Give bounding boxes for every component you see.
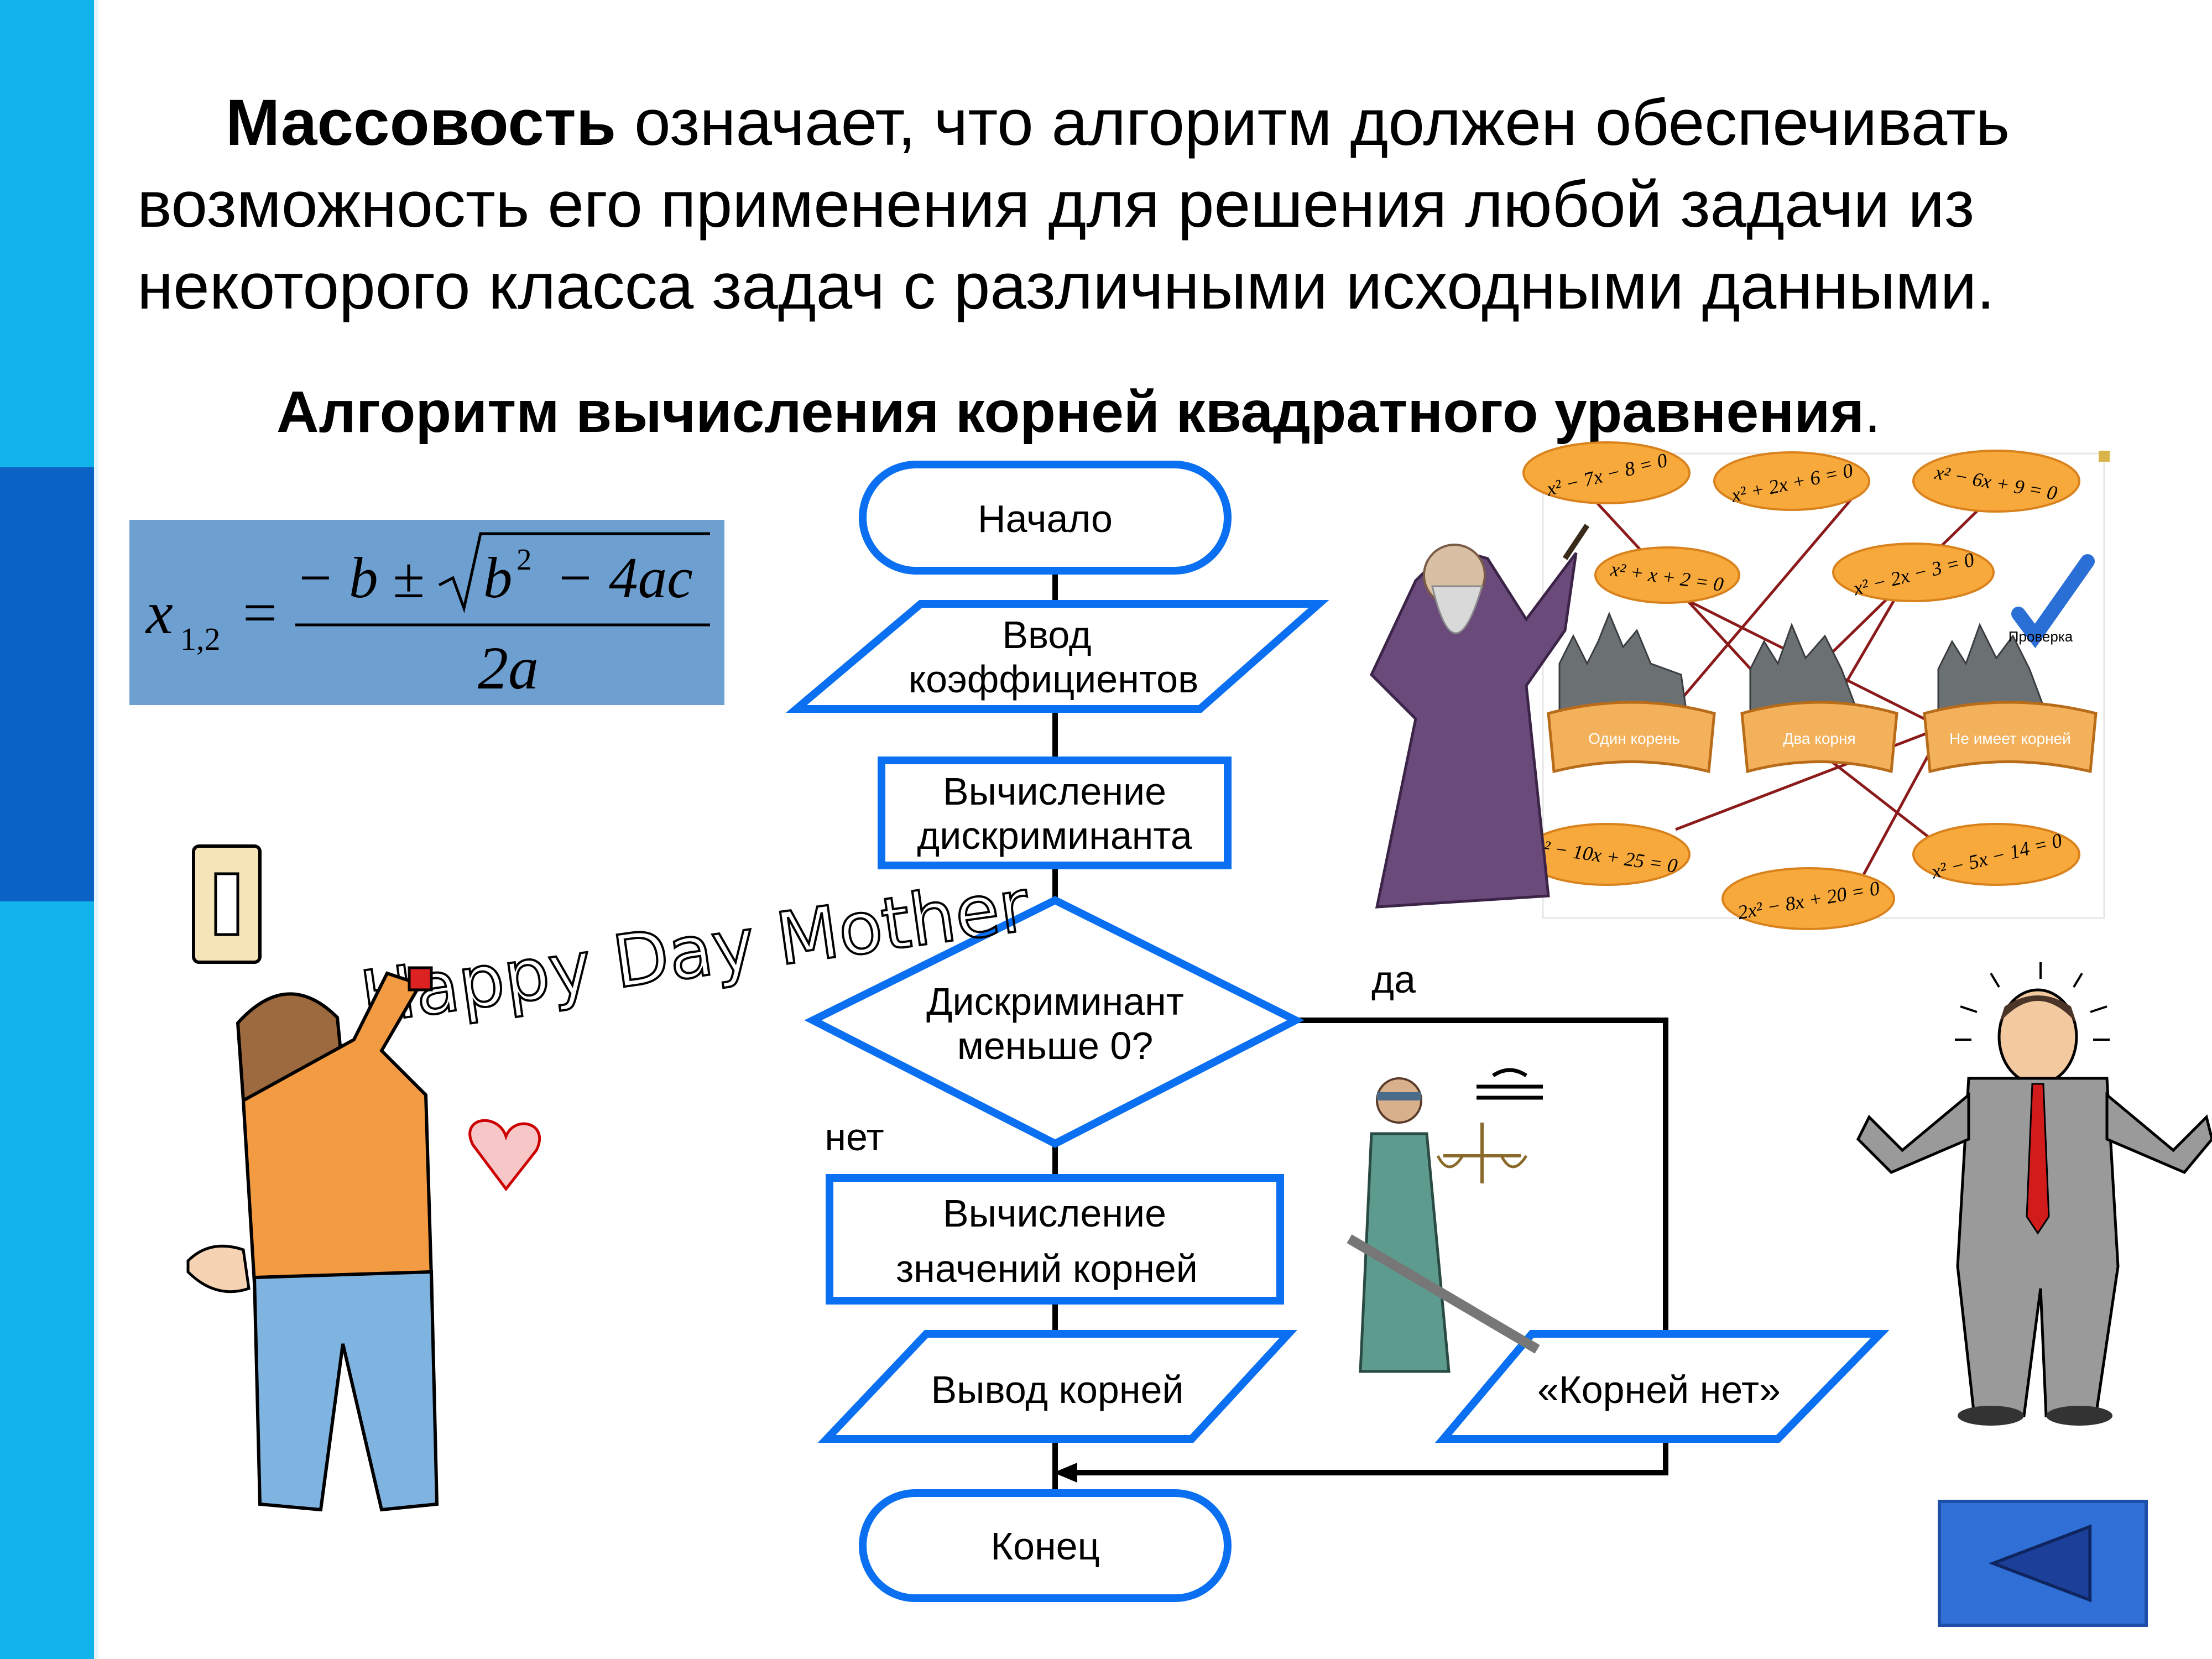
banner-no-roots: Не имеет корней [1923, 701, 2098, 774]
formula-svg: x 1,2 = − b ± b 2 − 4ac 2a [145, 532, 710, 702]
equation-cloud-2: x² + 2x + 6 = 0 [1713, 451, 1870, 511]
svg-text:дискриминанта: дискриминанта [917, 814, 1192, 857]
flow-decision: Дискриминант меньше 0? [804, 896, 1305, 1148]
crayon-icon [408, 966, 433, 992]
algorithm-title-period: . [1864, 379, 1881, 445]
check-label: Проверка [2008, 628, 2073, 645]
banner-one-root: Один корень [1547, 701, 1716, 774]
definition-paragraph: Массовость означает, что алгоритм должен… [137, 82, 2106, 327]
svg-text:Один корень: Один корень [1588, 730, 1680, 747]
algorithm-title-text: Алгоритм вычисления корней квадратного у… [276, 379, 1865, 445]
equation-cloud-6: x² − 10x + 25 = 0 [1522, 823, 1691, 886]
flow-end: Конец [859, 1489, 1232, 1602]
sidebar [0, 0, 98, 1659]
label-no: нет [825, 1115, 884, 1159]
libra-icon [1477, 1068, 1543, 1100]
quadratic-formula: x 1,2 = − b ± b 2 − 4ac 2a [129, 520, 724, 705]
svg-text:Вычисление: Вычисление [943, 1192, 1166, 1235]
lady-justice-illustration [1347, 1068, 1543, 1373]
sidebar-dark-block [0, 467, 94, 901]
flowchart-connectors [1052, 571, 1668, 1493]
back-button[interactable] [1938, 1500, 2148, 1627]
flow-start: Начало [859, 461, 1232, 575]
svg-text:Начало: Начало [978, 497, 1113, 540]
svg-text:Вычисление: Вычисление [943, 770, 1166, 813]
wizard-illustration [1369, 524, 1590, 909]
svg-text:Ввод: Ввод [1002, 613, 1091, 656]
banner-two-roots: Два корня [1740, 701, 1898, 774]
label-yes: да [1371, 958, 1416, 1001]
castles [1558, 612, 2048, 714]
formula-b: b [483, 545, 513, 610]
sidebar-edge [94, 0, 98, 1659]
flow-input: Ввод коэффициентов [785, 600, 1329, 713]
equation-cloud-4: x² + x + 2 = 0 [1594, 546, 1740, 604]
flow-calc-discriminant: Вычисление дискриминанта [878, 757, 1232, 869]
svg-text:Дискриминант: Дискриминант [926, 980, 1184, 1023]
flow-output-roots: Вывод корней [817, 1330, 1297, 1443]
formula-minus-b: − b ± [295, 545, 424, 610]
formula-equals: = [243, 579, 277, 646]
back-arrow-icon [1988, 1524, 2092, 1603]
svg-text:Не имеет корней: Не имеет корней [1949, 730, 2071, 747]
confused-man-illustration [1856, 962, 2212, 1426]
svg-text:Конец: Конец [990, 1525, 1099, 1568]
equation-cloud-3: x² − 6x + 9 = 0 [1912, 450, 2080, 513]
flow-no-roots: «Корней нет» [1434, 1330, 1890, 1443]
equation-cloud-7: 2x² − 8x + 20 = 0 [1721, 867, 1895, 930]
formula-exponent: 2 [517, 542, 532, 576]
check-icon [2011, 554, 2095, 649]
svg-text:коэффициентов: коэффициентов [909, 658, 1199, 701]
arrowhead [1053, 1463, 1077, 1483]
heart-icon [468, 1119, 541, 1192]
equation-cloud-5: x² − 2x − 3 = 0 [1832, 542, 1995, 602]
lock-icon [2099, 451, 2110, 462]
svg-text:Вывод корней: Вывод корней [931, 1368, 1183, 1411]
equation-game-image: x² − 7x − 8 = 0 x² + 2x + 6 = 0 x² − 6x … [1522, 441, 2110, 930]
svg-text:«Корней нет»: «Корней нет» [1537, 1368, 1781, 1411]
term-massovost: Массовость [226, 86, 617, 159]
flow-calc-roots: Вычисление значений корней [826, 1174, 1284, 1305]
svg-text:значений корней: значений корней [896, 1247, 1198, 1290]
formula-rest: − 4ac [555, 545, 693, 610]
algorithm-title: Алгоритм вычисления корней квадратного у… [276, 379, 1881, 446]
sqrt-sign [438, 532, 710, 613]
formula-subscript: 1,2 [180, 621, 221, 657]
equation-cloud-1: x² − 7x − 8 = 0 [1522, 441, 1691, 504]
formula-x: x [145, 579, 173, 646]
definition-text: означает, что алгоритм должен обеспечива… [137, 86, 2010, 323]
svg-text:меньше 0?: меньше 0? [957, 1024, 1154, 1067]
equation-cloud-8: x² − 5x − 14 = 0 [1912, 823, 2080, 886]
svg-text:Два корня: Два корня [1783, 730, 1855, 747]
formula-denominator: 2a [478, 634, 539, 702]
